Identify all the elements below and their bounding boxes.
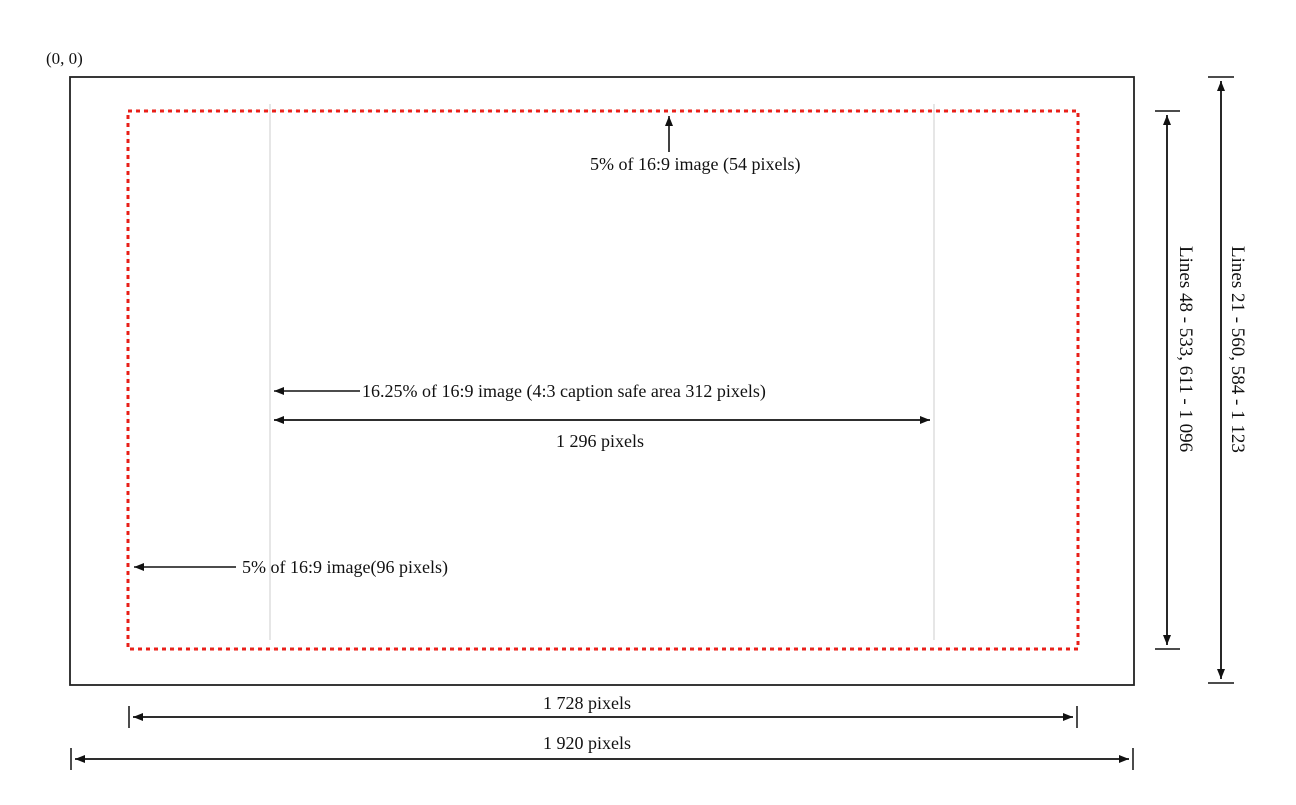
caption-safe-label: 16.25% of 16:9 image (4:3 caption safe a…	[362, 381, 766, 402]
origin-label: (0, 0)	[46, 49, 83, 68]
left-margin-label: 5% of 16:9 image(96 pixels)	[242, 557, 448, 578]
safe-lines-label: Lines 48 - 533, 611 - 1 096	[1175, 246, 1196, 452]
top-margin-label: 5% of 16:9 image (54 pixels)	[590, 154, 800, 175]
full-frame	[69, 76, 1135, 686]
full-width-label: 1 920 pixels	[543, 733, 631, 753]
full-lines-label: Lines 21 - 560, 584 - 1 123	[1227, 246, 1248, 453]
safe-width-label: 1 728 pixels	[543, 693, 631, 713]
center-width-label: 1 296 pixels	[556, 431, 644, 451]
safe-width-label-bg	[432, 698, 824, 716]
safe-area-border	[126, 109, 1080, 651]
